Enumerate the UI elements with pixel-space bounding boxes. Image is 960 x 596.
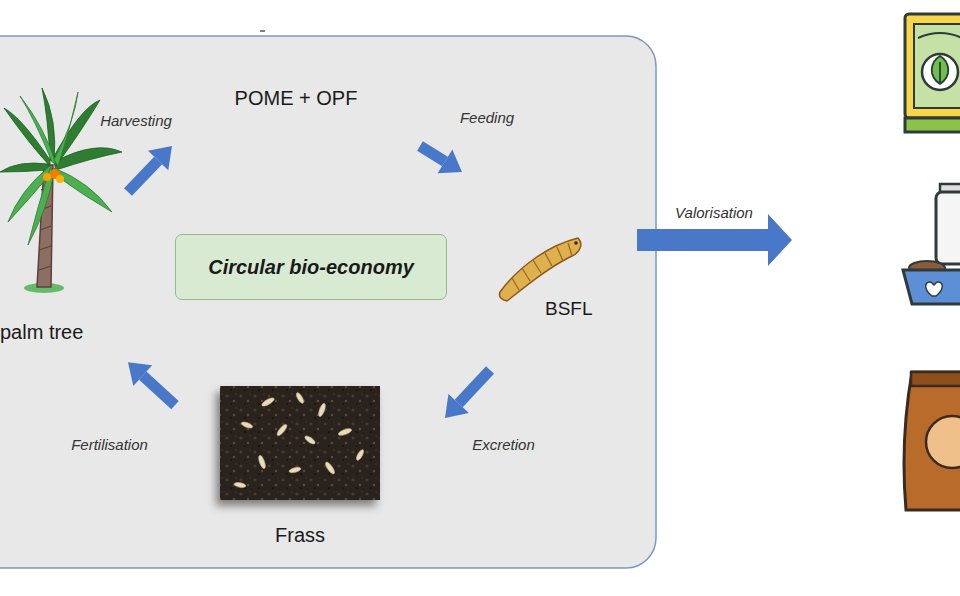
frass-soil (220, 386, 380, 500)
arrow-shaft (143, 376, 175, 406)
frass-larva (241, 421, 254, 429)
node-text: POME + OPF (172, 86, 420, 110)
palm-fruit (56, 175, 64, 183)
node-text: BSFL (545, 298, 605, 321)
bag-top-fold (911, 372, 960, 386)
frass-larva (295, 392, 305, 405)
frass-larva (355, 449, 365, 462)
larva-segments (512, 243, 572, 290)
stage-node: BSFL (455, 172, 610, 370)
frass-larva (289, 466, 302, 474)
sign-panel (914, 24, 960, 108)
frass-larva (304, 435, 317, 446)
stage-node: POME + OPF (172, 80, 420, 150)
pet-bowl (903, 270, 960, 304)
pet-food-icon (903, 184, 960, 304)
larva-illustration (499, 238, 580, 301)
stray-mark (260, 30, 265, 32)
palm-fruit (43, 173, 51, 181)
node-text: Circular bio-economy (208, 255, 414, 279)
sign-circle (922, 54, 958, 90)
edge-label: Fertilisation (71, 435, 148, 452)
stage-node: Frass (175, 370, 445, 555)
node-text: Frass (255, 523, 345, 547)
arrow-shaft (128, 160, 158, 192)
flow-arrow (128, 146, 172, 192)
frass-larva (257, 455, 266, 470)
palm-fronds-dark (0, 88, 122, 172)
arrow-head (438, 150, 462, 174)
edge-label: Feeding (460, 109, 514, 126)
signboard-icon (905, 14, 960, 132)
palm-fronds-light (8, 92, 112, 245)
flow-arrow (420, 146, 462, 173)
fertiliser-bag-icon (904, 372, 960, 510)
arrow-head (148, 146, 172, 170)
edge-label: Excretion (472, 436, 535, 453)
frass-photo (220, 386, 380, 500)
arrow-head (445, 394, 469, 418)
frass-larvae (234, 392, 365, 489)
bottle (936, 192, 960, 264)
sign-frame (905, 14, 960, 118)
larva-body (499, 238, 580, 301)
node-text: palm tree (0, 320, 128, 344)
frass-larva (317, 403, 326, 418)
arrow-shaft (459, 370, 490, 404)
bowl-heart (926, 282, 943, 296)
frass-larva (261, 396, 276, 407)
arrow-label: Valorisation (675, 204, 753, 221)
valorisation-arrow (637, 214, 792, 266)
frass-larva (324, 461, 336, 475)
frass-larva (276, 423, 289, 437)
arrow-head (128, 362, 152, 386)
flow-arrow (445, 370, 490, 418)
frass-larva (338, 427, 353, 436)
bio-economy-panel (0, 36, 656, 568)
sign-leaf (932, 56, 949, 84)
edge-label: Harvesting (100, 112, 172, 129)
sign-arc (918, 33, 960, 38)
frass-larva (234, 482, 247, 489)
arrow-shaft (420, 146, 445, 161)
bag-label (926, 416, 960, 468)
larva-head-dot (574, 241, 578, 245)
flow-arrow (128, 362, 175, 405)
sign-base (905, 118, 960, 132)
concept-box: Circular bio-economy (175, 234, 447, 300)
